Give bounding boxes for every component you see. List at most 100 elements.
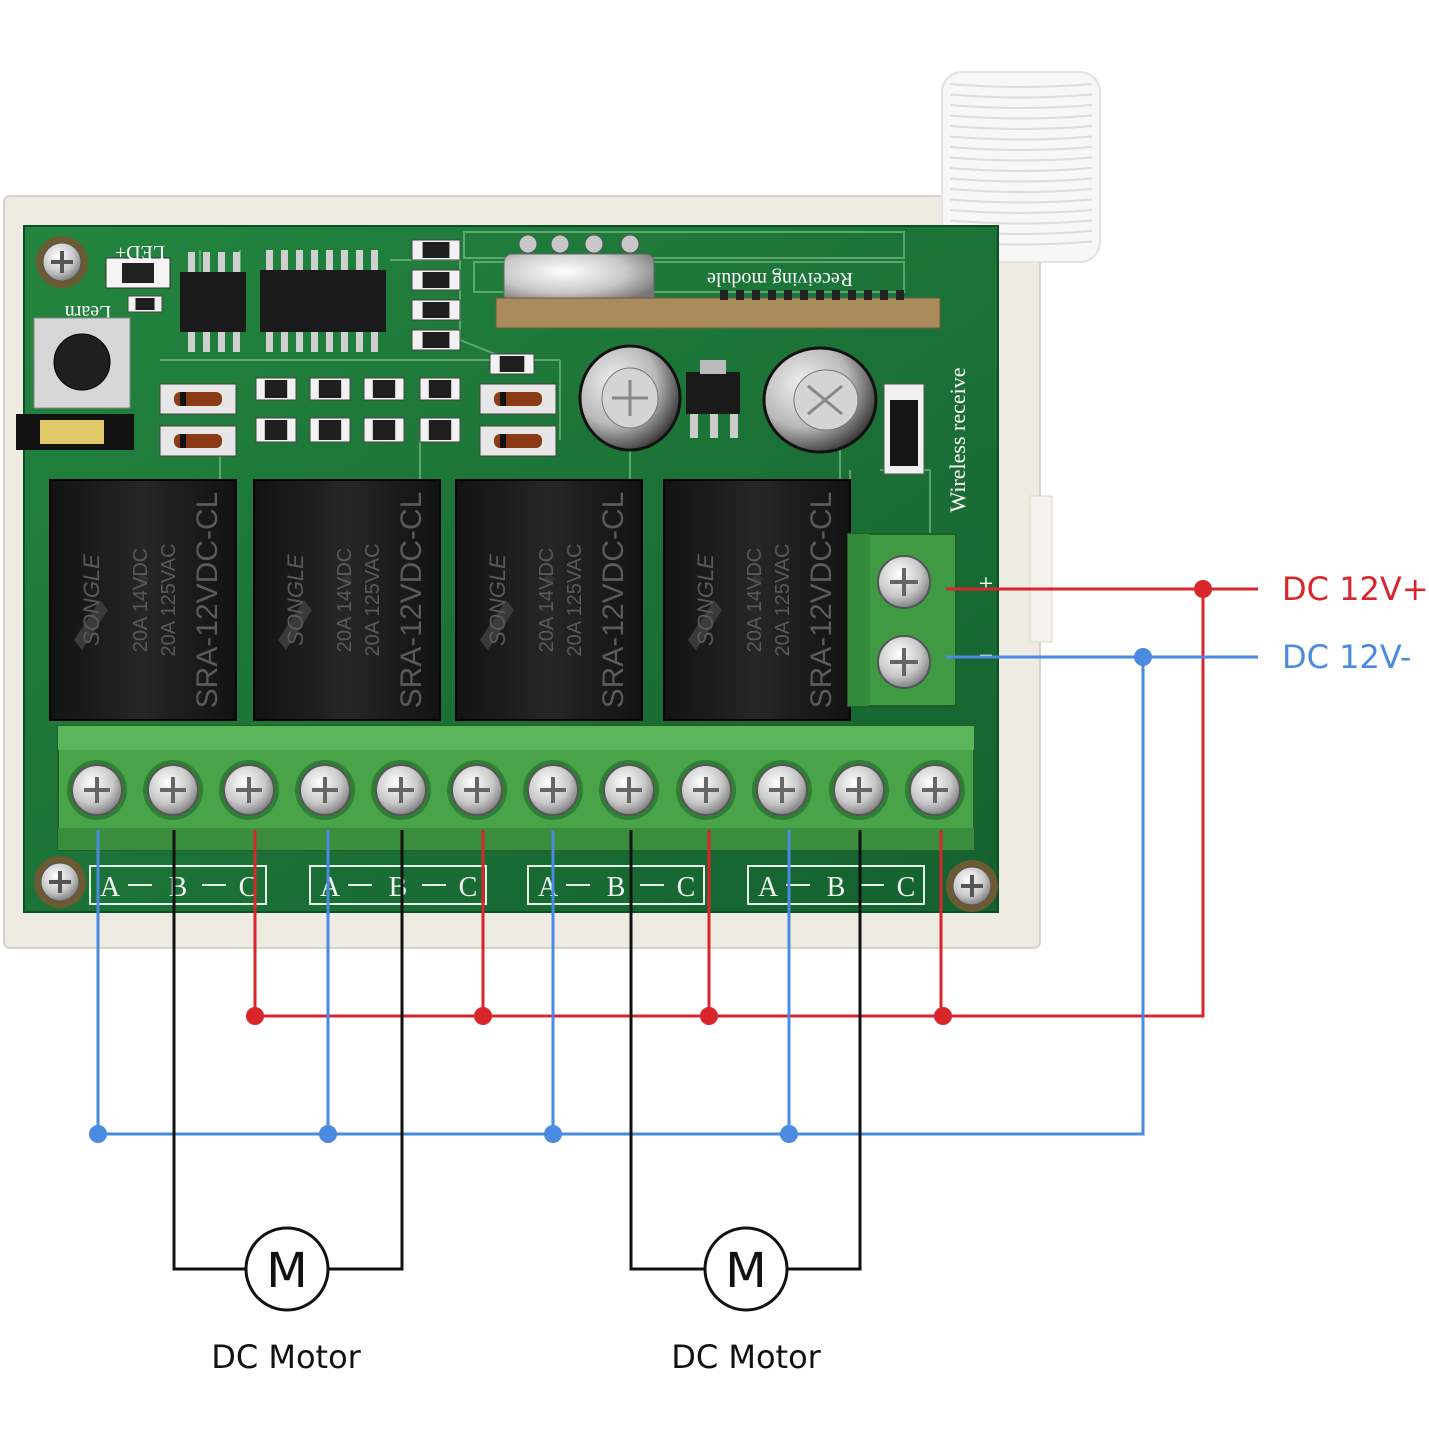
output-terminal-screw[interactable] — [143, 760, 203, 820]
output-terminal-screw[interactable] — [599, 760, 659, 820]
junction-dot — [544, 1125, 562, 1143]
receiver-module: Receiving module — [495, 234, 941, 329]
motor-symbol: M — [725, 1243, 766, 1299]
diode — [479, 383, 557, 415]
relay-3: SONGLE 20A 14VDC 20A 125VAC SRA-12VDC-CL — [455, 479, 643, 721]
output-terminal-screw[interactable] — [676, 760, 736, 820]
output-terminal-screw[interactable] — [371, 760, 431, 820]
smd-part — [411, 269, 461, 291]
smd-part — [489, 353, 535, 375]
dc-motor-1: M DC Motor — [211, 1226, 362, 1376]
relay-model: SRA-12VDC-CL — [395, 492, 428, 709]
terminal-label: C — [677, 872, 696, 903]
led-label: LED+ — [115, 241, 165, 263]
output-terminal-screw[interactable] — [829, 760, 889, 820]
smd-part — [255, 417, 297, 443]
output-terminal-screw[interactable] — [219, 760, 279, 820]
smd-part — [309, 377, 351, 401]
relay-model: SRA-12VDC-CL — [191, 492, 224, 709]
terminal-label: B — [827, 872, 846, 903]
terminal-label: C — [239, 872, 258, 903]
diode — [159, 425, 237, 457]
relay-brand: SONGLE — [693, 554, 718, 646]
terminal-label: A — [100, 872, 121, 903]
junction-dot — [89, 1125, 107, 1143]
motor-label: DC Motor — [671, 1338, 821, 1376]
terminal-screw-minus[interactable] — [877, 635, 931, 689]
relay-rating-dc: 20A 14VDC — [536, 548, 558, 653]
motor-label: DC Motor — [211, 1338, 361, 1376]
motor-symbol-circle — [703, 1226, 789, 1312]
relay-rating-ac: 20A 125VAC — [362, 543, 384, 656]
motor-2-wire-b — [787, 830, 862, 1271]
smd-part — [363, 377, 405, 401]
smd-part — [127, 295, 163, 313]
relay-brand: SONGLE — [283, 554, 308, 646]
capacitors — [578, 344, 878, 454]
jumper-header[interactable] — [16, 414, 134, 450]
motor-1-wire-a — [172, 830, 246, 1271]
junction-dot — [700, 1007, 718, 1025]
terminal-label: B — [607, 872, 626, 903]
junction-dot — [780, 1125, 798, 1143]
junction-dot — [319, 1125, 337, 1143]
junction-dot — [1134, 648, 1152, 666]
junction-dot — [934, 1007, 952, 1025]
terminal-label: C — [459, 872, 478, 903]
terminal-label: B — [169, 872, 188, 903]
smd-part — [411, 329, 461, 351]
mounting-screw — [946, 860, 998, 912]
diode — [479, 425, 557, 457]
relay-rating-ac: 20A 125VAC — [564, 543, 586, 656]
junction-dot — [246, 1007, 264, 1025]
smd-part — [363, 417, 405, 443]
smd-components — [127, 239, 557, 457]
output-terminal-screw[interactable] — [447, 760, 507, 820]
mounting-screw — [34, 856, 86, 908]
dc-12v-positive-label: DC 12V+ — [1282, 570, 1429, 608]
motor-1-wire-b — [328, 830, 404, 1271]
motor-symbol: M — [266, 1243, 307, 1299]
output-terminal-screw[interactable] — [67, 760, 127, 820]
relay-4: SONGLE 20A 14VDC 20A 125VAC SRA-12VDC-CL — [663, 479, 851, 721]
terminal-label: B — [389, 872, 408, 903]
plus-marker: + — [979, 569, 994, 598]
wiring — [89, 580, 1258, 1271]
voltage-regulator — [686, 360, 740, 438]
terminal-label: C — [897, 872, 916, 903]
terminal-label: A — [538, 872, 559, 903]
wireless-receive-label: Wireless receive — [945, 367, 970, 512]
mounting-screw — [36, 236, 88, 288]
relay-rating-dc: 20A 14VDC — [334, 548, 356, 653]
learn-button[interactable] — [33, 317, 131, 409]
power-diode — [883, 383, 925, 475]
terminal-label-group-3: A B C — [527, 865, 705, 905]
smd-part — [419, 417, 461, 443]
relay-rating-ac: 20A 125VAC — [772, 543, 794, 656]
terminal-label-group-1: A B C — [89, 865, 267, 905]
junction-dot — [1194, 580, 1212, 598]
relay-model: SRA-12VDC-CL — [805, 492, 838, 709]
relay-model: SRA-12VDC-CL — [597, 492, 630, 709]
dc-12v-negative-label: DC 12V- — [1282, 638, 1411, 676]
output-terminal-screw[interactable] — [752, 760, 812, 820]
terminal-screw-plus[interactable] — [877, 555, 931, 609]
motor-symbol-circle — [244, 1226, 330, 1312]
smd-part — [309, 417, 351, 443]
relay-brand: SONGLE — [79, 554, 104, 646]
output-terminal-screw[interactable] — [295, 760, 355, 820]
dc-motor-2: M DC Motor — [671, 1226, 822, 1376]
output-terminal-screw[interactable] — [905, 760, 965, 820]
relay-rating-ac: 20A 125VAC — [158, 543, 180, 656]
relay-brand: SONGLE — [485, 554, 510, 646]
junction-dot — [474, 1007, 492, 1025]
output-terminal-screw[interactable] — [523, 760, 583, 820]
relay-rating-dc: 20A 14VDC — [744, 548, 766, 653]
smd-part — [255, 377, 297, 401]
output-terminal-strip — [57, 725, 975, 851]
